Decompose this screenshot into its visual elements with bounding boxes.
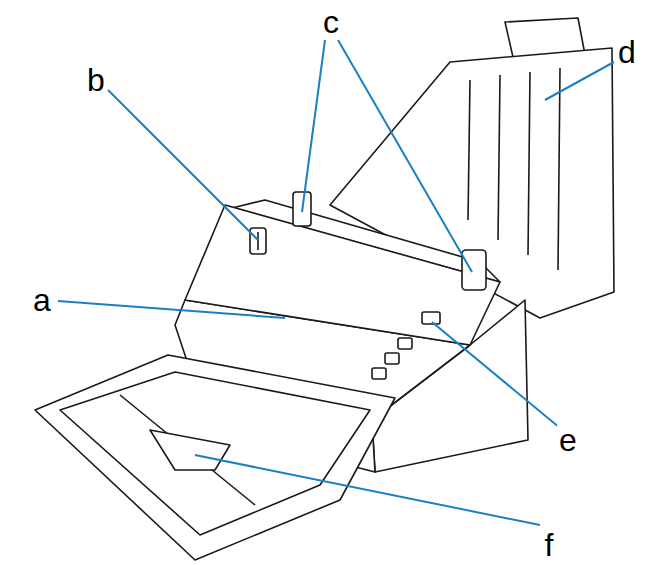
leader-line bbox=[302, 40, 325, 212]
slider bbox=[250, 228, 266, 254]
callout-letter: a bbox=[31, 284, 53, 316]
callout-letter: e bbox=[557, 424, 579, 456]
output-tray bbox=[35, 355, 395, 560]
callout-letter: c bbox=[321, 6, 341, 38]
output-tray-inner bbox=[60, 372, 370, 535]
button bbox=[385, 353, 399, 364]
front-cover bbox=[185, 205, 500, 345]
tray-rib bbox=[498, 75, 500, 240]
leader-lines bbox=[58, 40, 614, 525]
leader-line bbox=[545, 62, 614, 100]
tray-rib bbox=[468, 80, 470, 220]
leader-line bbox=[338, 40, 472, 272]
leader-line bbox=[195, 455, 540, 525]
button bbox=[372, 368, 386, 379]
edge-guide bbox=[462, 250, 486, 290]
callout-letter: d bbox=[616, 36, 638, 68]
slider-mark bbox=[257, 232, 259, 250]
leader-line bbox=[432, 322, 560, 428]
callout-letter: b bbox=[85, 64, 107, 96]
tray-stopper bbox=[150, 430, 230, 470]
tray-rib bbox=[558, 68, 560, 270]
tray-fold bbox=[120, 395, 255, 505]
leader-line bbox=[58, 301, 285, 318]
button bbox=[398, 338, 412, 349]
tray-rib bbox=[528, 72, 530, 255]
leader-line bbox=[108, 90, 258, 240]
callout-letter: f bbox=[543, 529, 556, 561]
cover-lever bbox=[422, 312, 440, 324]
